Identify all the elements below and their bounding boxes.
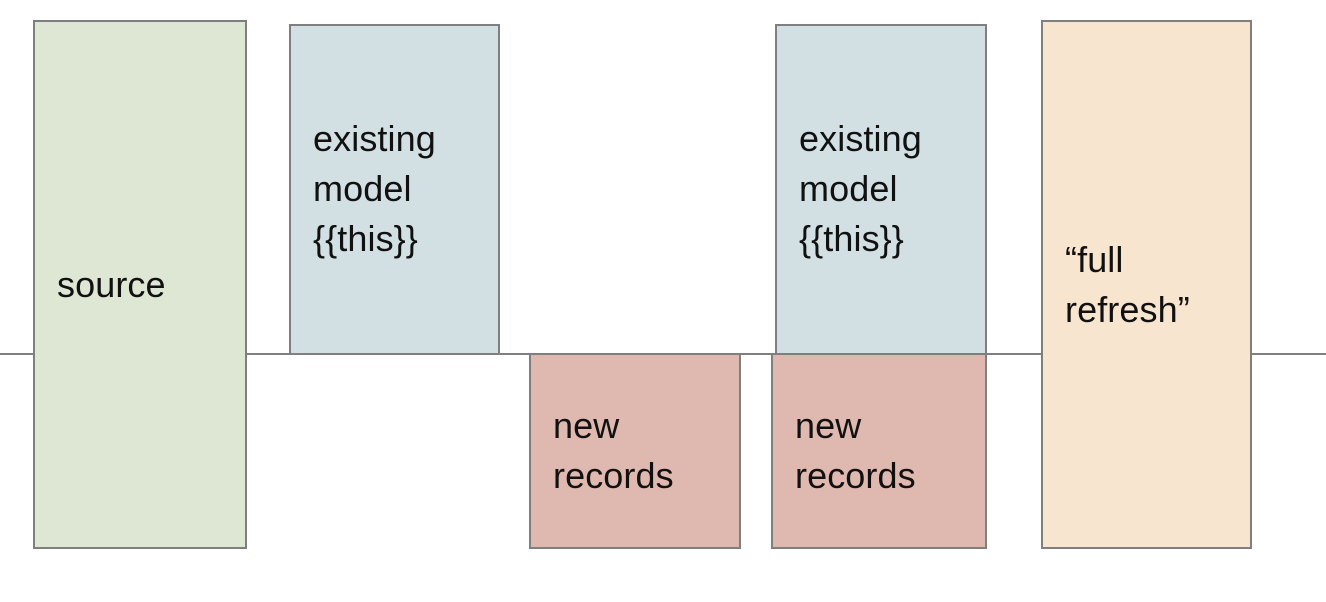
box-source: source — [33, 20, 247, 549]
box-existing-model-1: existing model {{this}} — [289, 24, 500, 355]
box-new-records-2: new records — [771, 353, 987, 549]
box-full-refresh: “full refresh” — [1041, 20, 1252, 549]
box-label-existing-model-2: existing model {{this}} — [799, 118, 922, 259]
box-new-records-1: new records — [529, 353, 741, 549]
box-existing-model-2: existing model {{this}} — [775, 24, 987, 355]
box-label-existing-model-1: existing model {{this}} — [313, 118, 436, 259]
box-label-new-records-2: new records — [795, 405, 916, 496]
box-label-full-refresh: “full refresh” — [1065, 238, 1190, 330]
box-label-new-records-1: new records — [553, 405, 674, 496]
box-label-source: source — [57, 263, 166, 305]
